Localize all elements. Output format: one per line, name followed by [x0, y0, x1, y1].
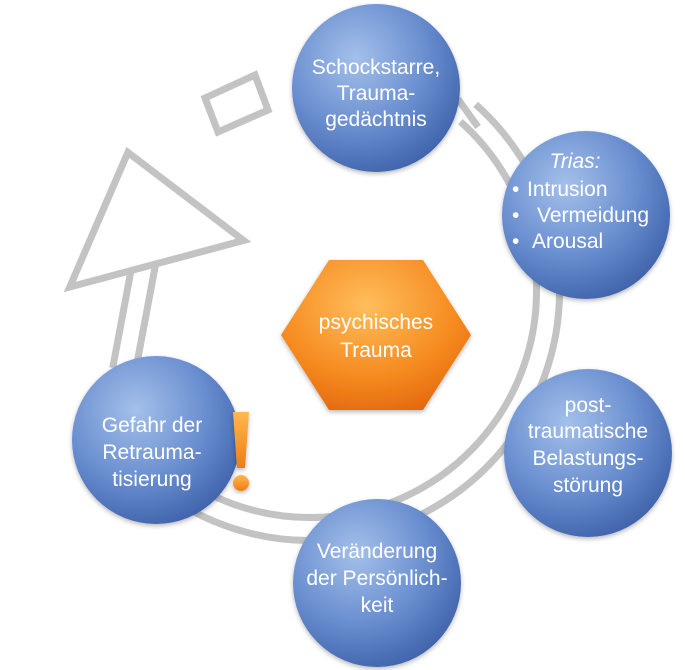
trias-bullet-2: •	[512, 204, 519, 227]
cycle-arrow	[63, 146, 252, 373]
node-retraumatisierung: Gefahr der Retrauma- tisierung	[72, 356, 240, 524]
node-ptbs-line-4: störung	[553, 474, 623, 497]
node-circle	[72, 356, 240, 524]
node-trias: Trias: • Intrusion • Vermeidung • Arousa…	[502, 131, 670, 299]
trias-bullet-1: •	[512, 178, 519, 201]
arrow-head	[63, 146, 252, 293]
node-circle	[292, 4, 460, 172]
node-circle	[293, 499, 461, 667]
trias-title: Trias:	[550, 150, 601, 173]
trias-item-arousal: Arousal	[532, 230, 603, 253]
node-schockstarre-line-3: gedächtnis	[325, 108, 427, 131]
node-schockstarre-line-2: Trauma-	[337, 82, 416, 105]
node-schockstarre: Schockstarre, Trauma- gedächtnis	[292, 4, 460, 172]
node-ptbs-line-2: traumatische	[528, 420, 648, 443]
node-schockstarre-line-1: Schockstarre,	[312, 56, 440, 79]
trias-bullet-3: •	[512, 230, 519, 253]
trias-item-vermeidung: Vermeidung	[537, 204, 649, 227]
ring-notch	[200, 70, 273, 137]
warning-icon	[233, 412, 249, 491]
trias-item-intrusion: Intrusion	[527, 178, 608, 201]
center-label-line-1: psychisches	[319, 311, 433, 334]
node-retraumatisierung-line-2: Retrauma-	[102, 441, 201, 464]
node-persoenlichkeit-line-2: der Persönlich-	[306, 567, 447, 590]
node-persoenlichkeit: Veränderung der Persönlich- keit	[293, 499, 461, 667]
node-persoenlichkeit-line-3: keit	[361, 594, 394, 617]
center-label-line-2: Trauma	[340, 339, 412, 362]
center-hexagon: psychisches Trauma	[281, 260, 471, 410]
node-ptbs-line-1: post-	[565, 394, 612, 417]
node-retraumatisierung-line-3: tisierung	[112, 468, 191, 491]
hexagon-shape	[281, 260, 471, 410]
node-ptbs: post- traumatische Belastungs- störung	[504, 369, 672, 537]
node-circle	[502, 131, 670, 299]
node-retraumatisierung-line-1: Gefahr der	[102, 414, 202, 437]
node-persoenlichkeit-line-1: Veränderung	[317, 540, 437, 563]
node-ptbs-line-3: Belastungs-	[533, 447, 644, 470]
node-circle	[504, 369, 672, 537]
